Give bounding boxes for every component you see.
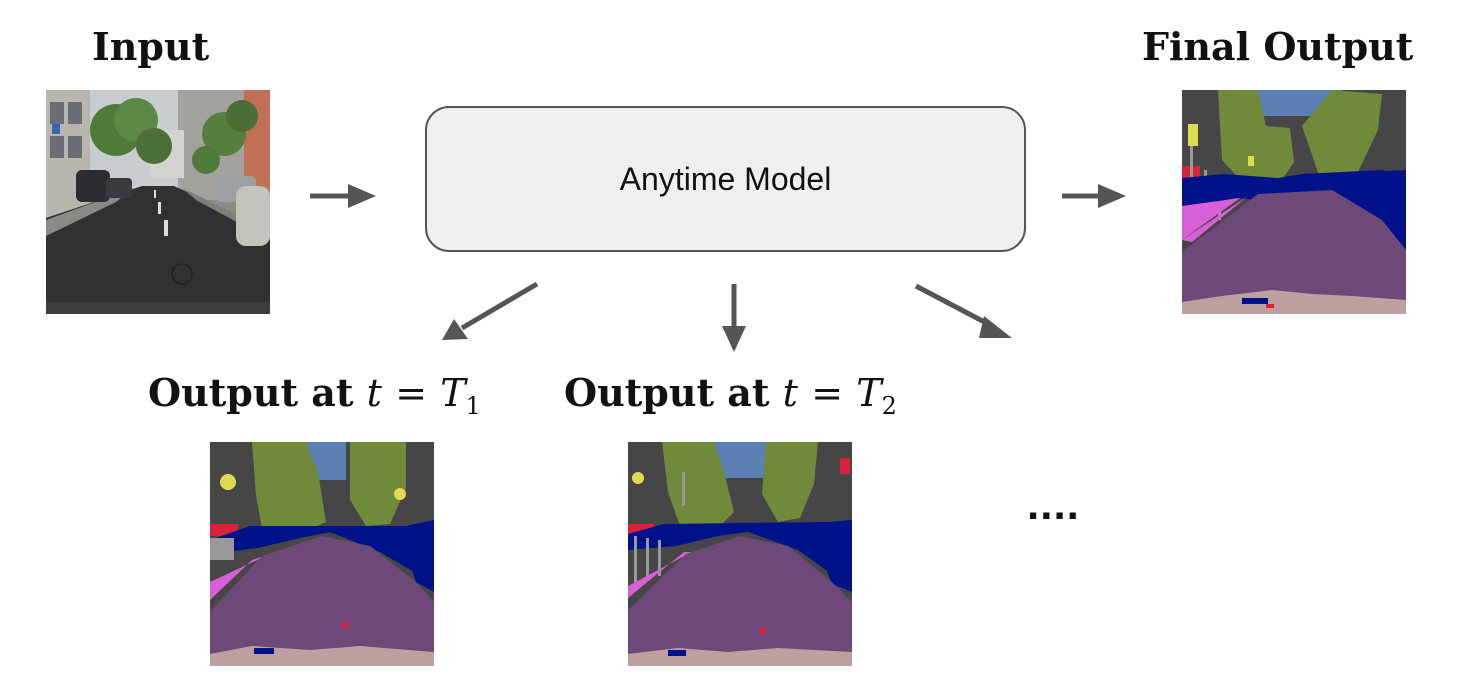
- anytime-model-box: Anytime Model: [425, 106, 1026, 252]
- output-t2-T: T: [856, 371, 882, 415]
- arrow-model-to-t2: [722, 284, 746, 352]
- input-image: [46, 90, 270, 314]
- input-label: Input: [92, 24, 210, 69]
- output-t1-label: Output at t = T1: [148, 371, 481, 420]
- anytime-model-label: Anytime Model: [619, 160, 832, 197]
- output-t2-t: t: [782, 371, 798, 415]
- output-t2-prefix: Output at: [564, 370, 770, 415]
- output-t1-subscript: 1: [465, 392, 481, 420]
- final-output-image: [1182, 90, 1406, 314]
- output-t1-prefix: Output at: [148, 370, 354, 415]
- output-t2-subscript: 2: [881, 392, 897, 420]
- output-t2-label: Output at t = T2: [564, 371, 897, 420]
- output-t2-image: [628, 442, 852, 666]
- output-t1-equals: =: [395, 371, 428, 415]
- arrow-model-to-next: [914, 283, 1012, 338]
- arrow-model-to-t1: [442, 281, 539, 340]
- final-output-label: Final Output: [1142, 24, 1414, 69]
- output-t1-t: t: [366, 371, 382, 415]
- output-t1-T: T: [440, 371, 466, 415]
- output-t1-image: [210, 442, 434, 666]
- arrow-model-to-final: [1062, 184, 1126, 208]
- ellipsis: ....: [1027, 480, 1080, 529]
- arrow-input-to-model: [310, 184, 376, 208]
- output-t2-equals: =: [811, 371, 844, 415]
